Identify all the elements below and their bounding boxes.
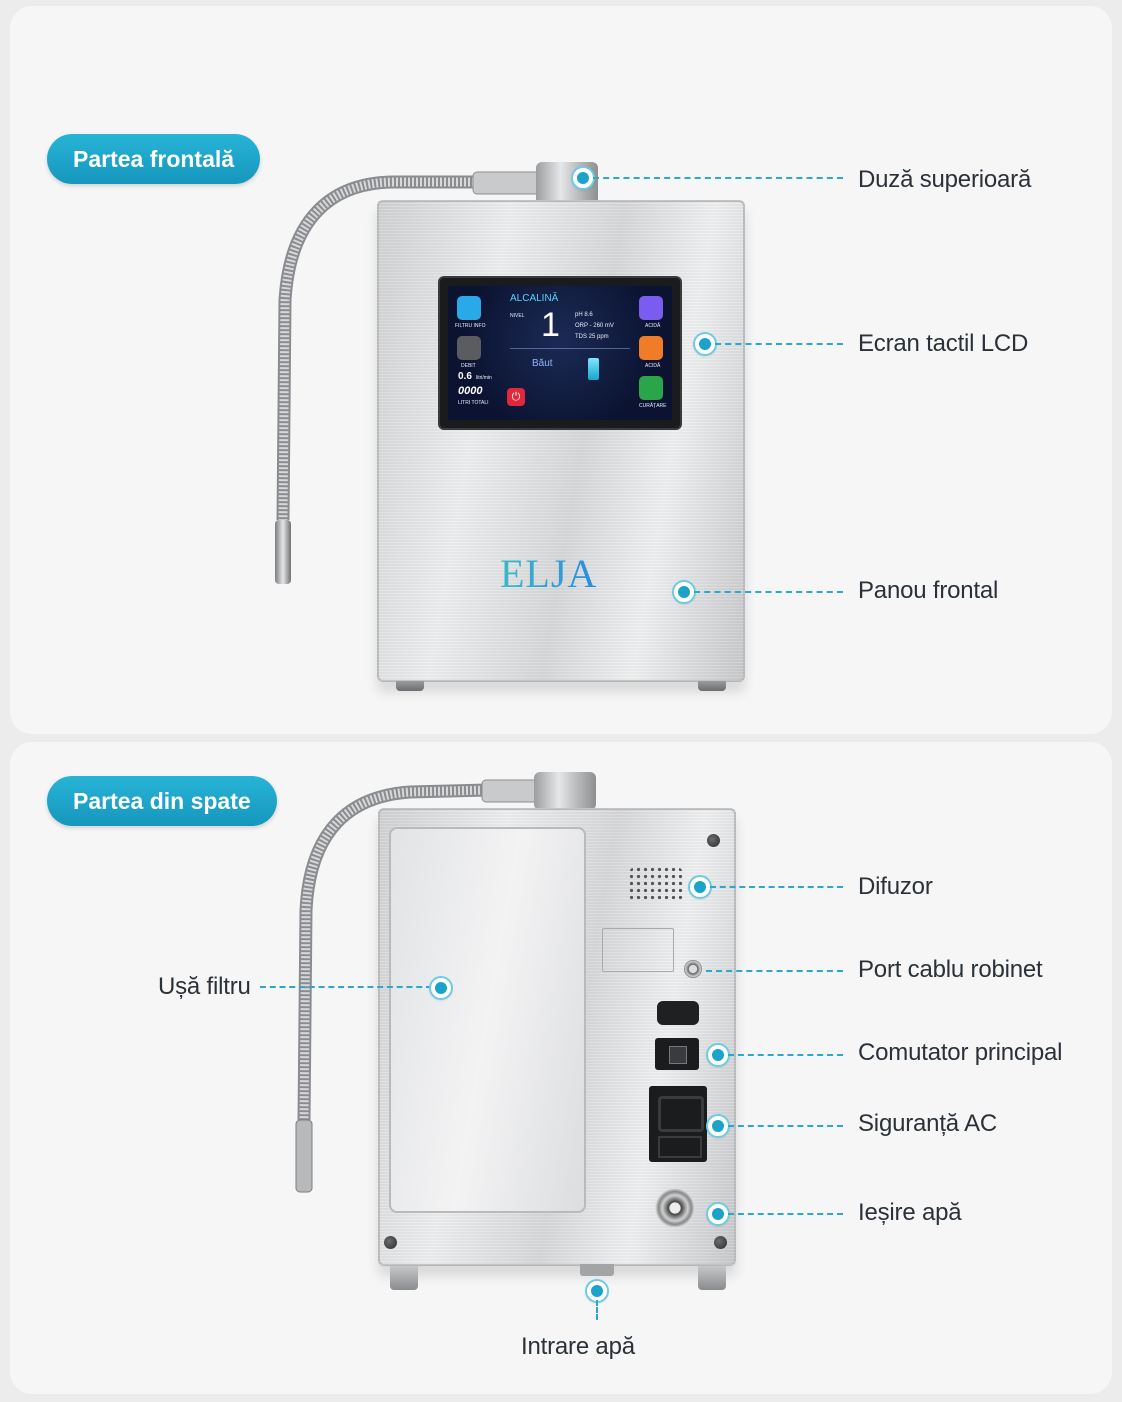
ac-inlet-fuse[interactable] <box>649 1086 707 1162</box>
callout-line-faucet-port <box>706 970 843 972</box>
mode-label: ALCALINĂ <box>510 293 559 304</box>
flow-icon[interactable] <box>457 336 481 360</box>
callout-faucet-port: Port cablu robinet <box>858 956 1043 983</box>
ac-socket <box>658 1096 704 1132</box>
screw-bottom-left <box>384 1236 397 1249</box>
faucet-cable-port[interactable] <box>684 960 702 978</box>
water-glass-icon <box>588 358 599 380</box>
lcd-touch-screen[interactable]: FILTRU INFO DEBIT 0.6 litri/min 0000 LIT… <box>440 278 680 428</box>
back-right-foot <box>698 1266 726 1290</box>
total-liters-label: LITRI TOTALI <box>458 400 489 406</box>
callout-nozzle: Duză superioară <box>858 166 1032 193</box>
callout-line-main-switch <box>728 1054 843 1056</box>
callout-lcd: Ecran tactil LCD <box>858 330 1029 357</box>
dc-socket[interactable] <box>657 1001 699 1025</box>
tds-value: TDS 25 ppm <box>575 334 609 340</box>
callout-water-in: Intrare apă <box>521 1333 635 1360</box>
callout-dot-water-out <box>708 1204 728 1224</box>
callout-filter-door: Ușă filtru <box>158 973 251 1000</box>
callout-line-filter-door <box>260 986 432 988</box>
strong-acid-icon[interactable] <box>639 336 663 360</box>
callout-dot-lcd <box>695 334 715 354</box>
callout-line-ac-fuse <box>728 1125 843 1127</box>
gooseneck-faucet-front <box>275 171 544 584</box>
label-plate <box>602 928 674 972</box>
speaker-grille <box>628 866 684 902</box>
callout-line-lcd <box>715 343 843 345</box>
acid-mode-label: ACIDĂ <box>645 323 661 329</box>
flow-label: DEBIT <box>461 363 476 369</box>
status-label: Băut <box>532 358 553 369</box>
callout-ac-fuse: Siguranță AC <box>858 1110 998 1137</box>
total-liters-value: 0000 <box>458 385 483 397</box>
callout-dot-water-in <box>587 1281 607 1301</box>
callout-line-speaker <box>710 886 843 888</box>
callout-panel: Panou frontal <box>858 577 999 604</box>
front-housing <box>377 200 745 682</box>
main-switch[interactable] <box>655 1038 699 1070</box>
acid-mode-icon[interactable] <box>639 296 663 320</box>
water-outlet[interactable] <box>655 1188 695 1228</box>
strong-acid-label: ACIDĂ <box>645 363 661 369</box>
back-view-title: Partea din spate <box>47 776 277 826</box>
callout-line-water-in <box>596 1300 598 1320</box>
callout-dot-speaker <box>690 877 710 897</box>
filter-info-icon[interactable] <box>457 296 481 320</box>
callout-dot-nozzle <box>573 168 593 188</box>
callout-dot-panel <box>674 582 694 602</box>
cleaning-label: CURĂȚARE <box>639 403 667 409</box>
flow-unit: litri/min <box>476 375 492 381</box>
power-button[interactable]: ⏻ <box>507 388 525 406</box>
callout-main-switch: Comutator principal <box>858 1039 1063 1066</box>
ph-value: pH 8.6 <box>575 312 593 318</box>
lcd-display: FILTRU INFO DEBIT 0.6 litri/min 0000 LIT… <box>448 286 672 420</box>
screw-bottom-right <box>714 1236 727 1249</box>
callout-water-out: Ieșire apă <box>858 1199 962 1226</box>
callout-line-panel <box>694 591 843 593</box>
fuse-holder[interactable] <box>658 1136 702 1158</box>
brand-logo: ELJA <box>500 551 598 596</box>
callout-line-nozzle <box>593 177 843 179</box>
water-inlet[interactable] <box>580 1264 614 1276</box>
rocker-switch[interactable] <box>669 1046 687 1064</box>
top-nozzle-back <box>534 772 596 810</box>
front-view-title: Partea frontală <box>47 134 261 184</box>
filter-info-label: FILTRU INFO <box>455 323 486 329</box>
flow-value: 0.6 <box>458 371 472 382</box>
front-left-foot <box>396 681 424 691</box>
callout-dot-ac-fuse <box>708 1116 728 1136</box>
gooseneck-faucet-back <box>295 779 543 1193</box>
callout-line-water-out <box>728 1213 843 1215</box>
level-value: 1 <box>541 306 560 344</box>
screen-divider <box>510 348 630 349</box>
orp-value: ORP - 260 mV <box>575 323 614 329</box>
back-left-foot <box>390 1266 418 1290</box>
cleaning-icon[interactable] <box>639 376 663 400</box>
callout-dot-main-switch <box>708 1045 728 1065</box>
level-label: NIVEL <box>510 313 525 319</box>
filter-door[interactable] <box>389 827 586 1213</box>
front-right-foot <box>698 681 726 691</box>
callout-speaker: Difuzor <box>858 873 933 900</box>
screw-top-right <box>707 834 720 847</box>
callout-dot-filter-door <box>431 978 451 998</box>
